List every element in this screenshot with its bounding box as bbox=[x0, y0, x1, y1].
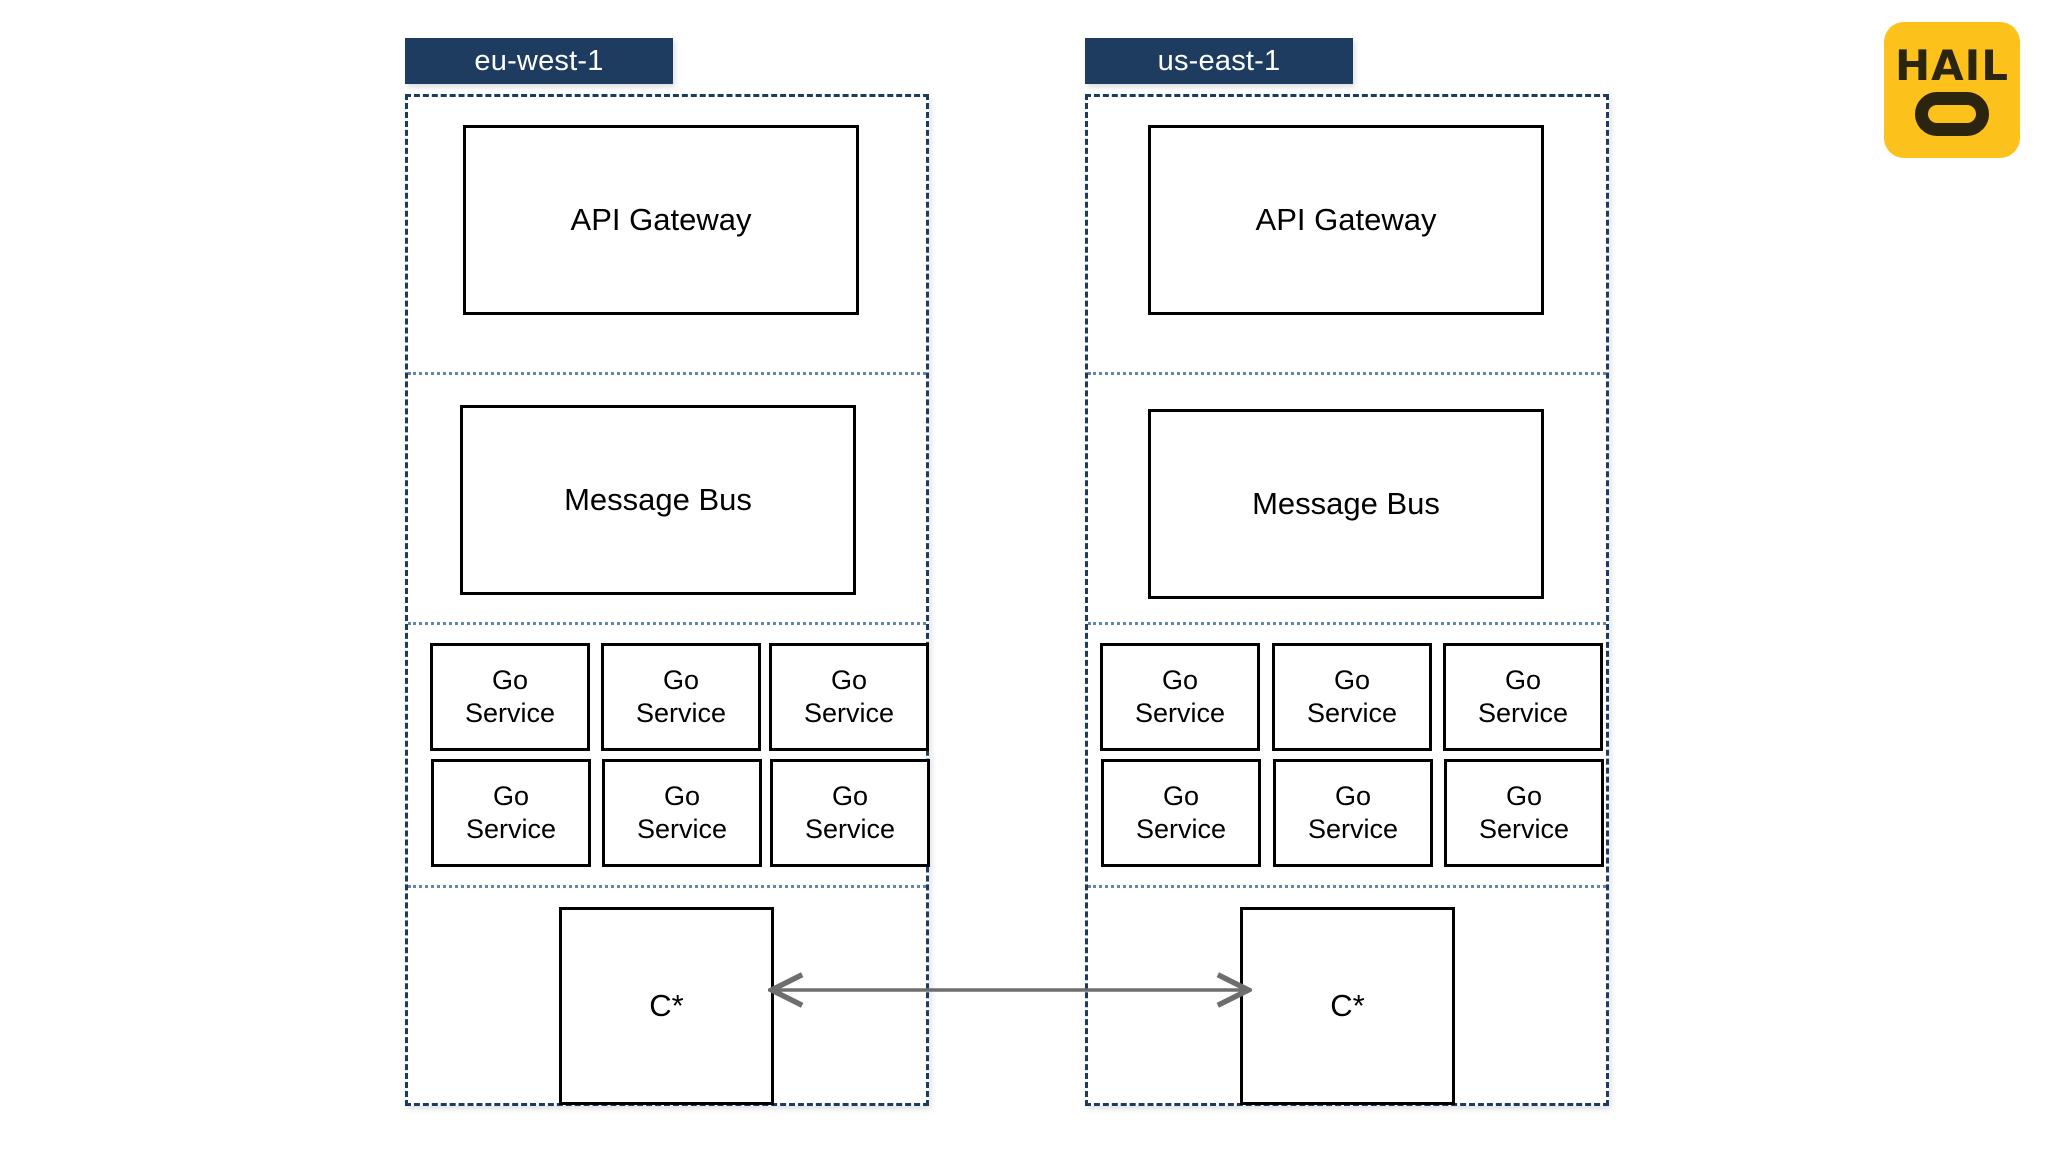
node-label: API Gateway bbox=[1255, 202, 1437, 238]
node-go-service[interactable]: Go Service bbox=[1443, 643, 1603, 751]
node-label: Go Service bbox=[1307, 781, 1399, 844]
lane-divider-messaging-services bbox=[1088, 622, 1606, 625]
node-label: Go Service bbox=[1134, 665, 1226, 728]
node-label: Go Service bbox=[804, 781, 896, 844]
node-label: API Gateway bbox=[570, 202, 752, 238]
node-message-bus[interactable]: Message Bus bbox=[1148, 409, 1544, 599]
lane-divider-services-database bbox=[408, 885, 926, 888]
lane-divider-messaging-services bbox=[408, 622, 926, 625]
lane-divider-gateway-messaging bbox=[408, 372, 926, 375]
node-label: Go Service bbox=[1306, 665, 1398, 728]
node-go-service[interactable]: Go Service bbox=[1444, 759, 1604, 867]
node-label: Go Service bbox=[464, 665, 556, 728]
node-label: C* bbox=[649, 988, 684, 1024]
node-label: Go Service bbox=[803, 665, 895, 728]
node-label: Go Service bbox=[1477, 665, 1569, 728]
region-eu-west-1[interactable]: API Gateway Message Bus Go Service Go Se… bbox=[405, 94, 930, 1106]
node-go-service[interactable]: Go Service bbox=[1101, 759, 1261, 867]
node-go-service[interactable]: Go Service bbox=[769, 643, 929, 751]
node-api-gateway[interactable]: API Gateway bbox=[1148, 125, 1544, 315]
node-cassandra-database[interactable]: C* bbox=[559, 907, 774, 1105]
node-label: C* bbox=[1330, 988, 1365, 1024]
hail-pill-icon bbox=[1915, 91, 1989, 136]
node-label: Message Bus bbox=[564, 482, 752, 518]
node-go-service[interactable]: Go Service bbox=[430, 643, 590, 751]
hail-wordmark: HAIL bbox=[1894, 40, 2010, 90]
node-label: Go Service bbox=[465, 781, 557, 844]
lane-divider-services-database bbox=[1088, 885, 1606, 888]
hail-logo: HAIL bbox=[1884, 22, 2020, 158]
node-label: Go Service bbox=[1135, 781, 1227, 844]
node-go-service[interactable]: Go Service bbox=[602, 759, 762, 867]
node-go-service[interactable]: Go Service bbox=[431, 759, 591, 867]
node-go-service[interactable]: Go Service bbox=[770, 759, 930, 867]
node-api-gateway[interactable]: API Gateway bbox=[463, 125, 859, 315]
region-header-eu-west-1[interactable]: eu-west-1 bbox=[405, 38, 673, 84]
node-go-service[interactable]: Go Service bbox=[1272, 643, 1432, 751]
node-label: Go Service bbox=[636, 781, 728, 844]
node-go-service[interactable]: Go Service bbox=[1100, 643, 1260, 751]
node-cassandra-database[interactable]: C* bbox=[1240, 907, 1455, 1105]
region-us-east-1[interactable]: API Gateway Message Bus Go Service Go Se… bbox=[1085, 94, 1609, 1106]
region-header-label: us-east-1 bbox=[1157, 44, 1281, 77]
node-label: Message Bus bbox=[1252, 486, 1440, 522]
node-go-service[interactable]: Go Service bbox=[1273, 759, 1433, 867]
node-label: Go Service bbox=[1478, 781, 1570, 844]
region-header-label: eu-west-1 bbox=[474, 44, 604, 77]
node-go-service[interactable]: Go Service bbox=[601, 643, 761, 751]
region-header-us-east-1[interactable]: us-east-1 bbox=[1085, 38, 1353, 84]
node-message-bus[interactable]: Message Bus bbox=[460, 405, 856, 595]
node-label: Go Service bbox=[635, 665, 727, 728]
lane-divider-gateway-messaging bbox=[1088, 372, 1606, 375]
